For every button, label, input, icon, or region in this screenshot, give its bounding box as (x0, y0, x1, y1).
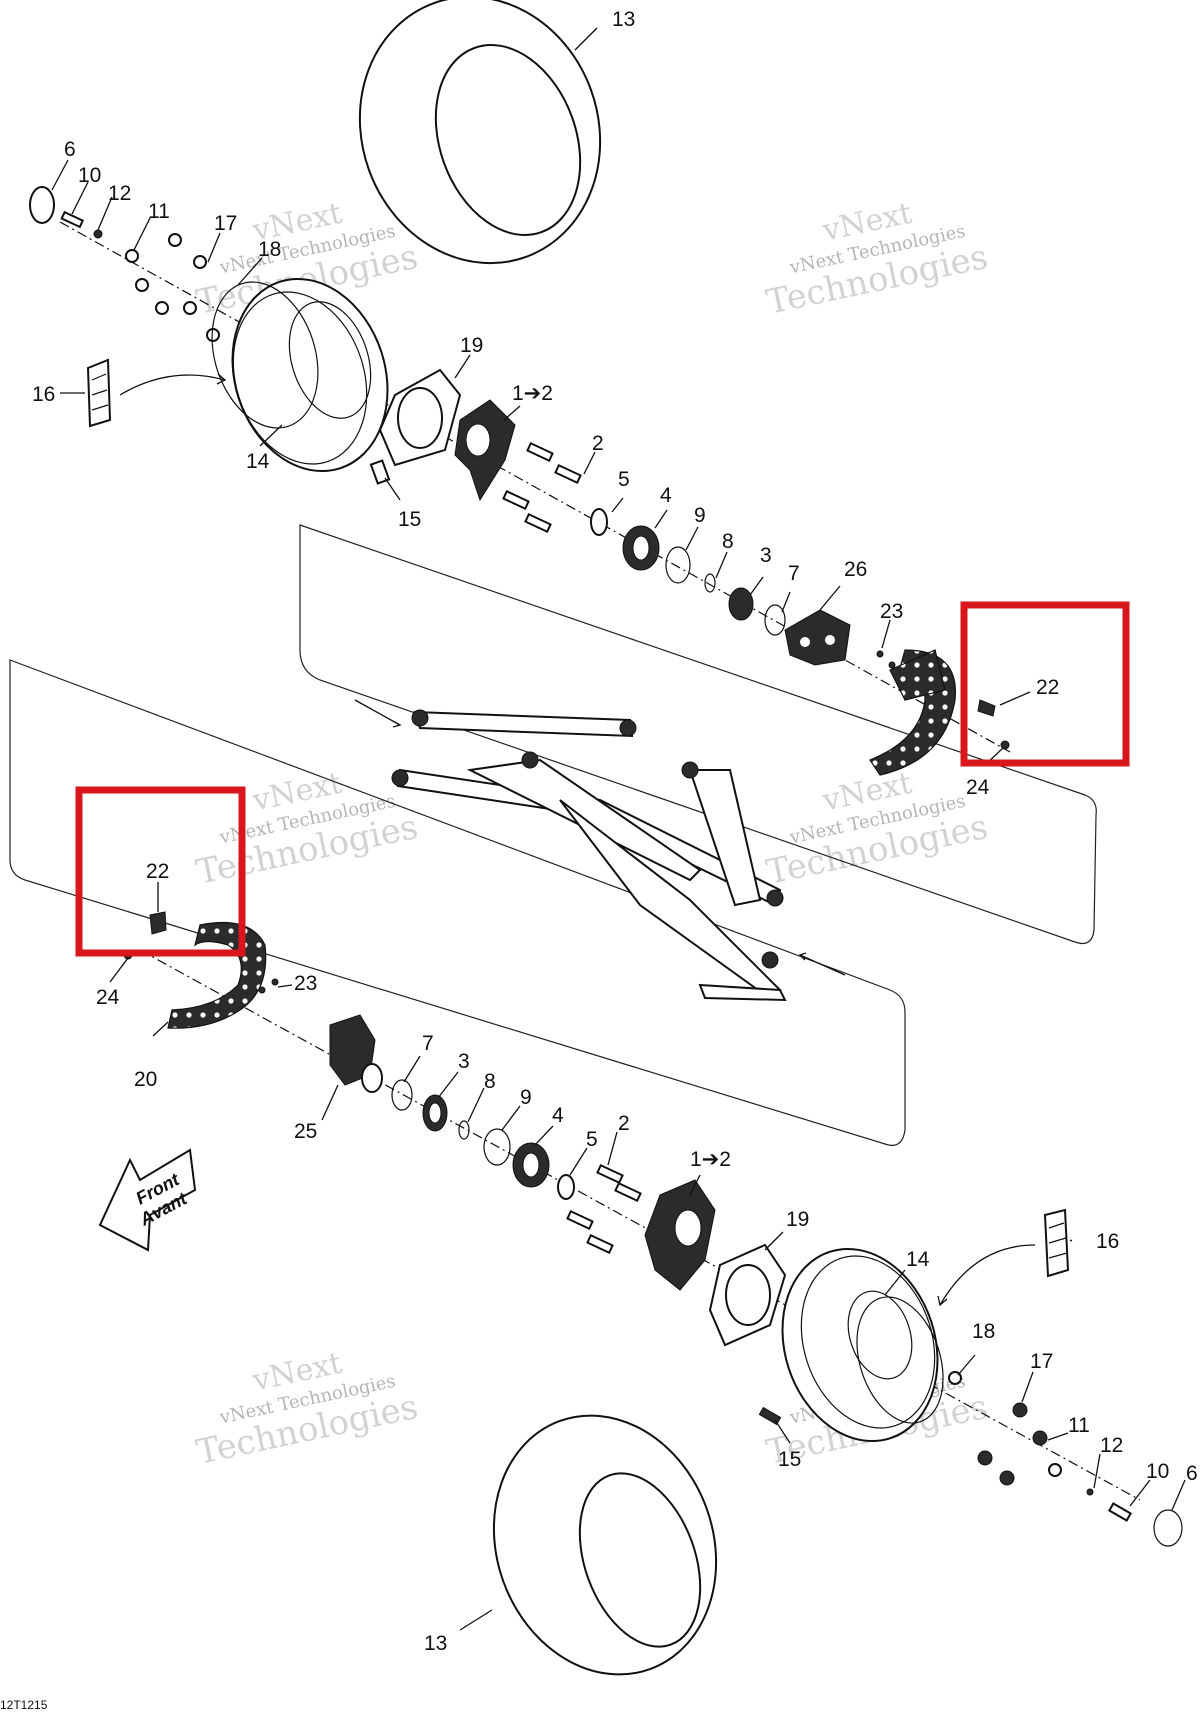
weight-16-bottom (1043, 1208, 1070, 1278)
callout-4-bottom: 4 (552, 1104, 564, 1127)
callout-1-2-top: 1➔2 (512, 382, 553, 405)
callout-18-bottom: 18 (972, 1320, 995, 1343)
callout-11-bottom: 11 (1068, 1414, 1090, 1437)
callout-24-bottom: 24 (96, 986, 120, 1009)
callout-8-top: 8 (722, 530, 734, 553)
small-fasteners-bottom (948, 1371, 1133, 1522)
callout-11-top: 11 (148, 200, 170, 223)
callout-2-bottom: 2 (618, 1112, 630, 1135)
callout-2-top: 2 (592, 432, 604, 455)
callout-19-bottom: 19 (786, 1208, 809, 1231)
callout-18-top: 18 (258, 238, 281, 261)
callout-6-bottom: 6 (1186, 1462, 1198, 1485)
bolts-top (369, 441, 582, 534)
bracket-22-bottom (149, 911, 167, 935)
callout-6-top: 6 (64, 138, 76, 161)
leader-lines (51, 27, 1186, 1631)
knuckle-bottom (644, 1179, 716, 1291)
callout-14-top: 14 (246, 450, 270, 473)
callout-15-top: 15 (398, 508, 421, 531)
front-direction-arrow: Front Avant (98, 1148, 197, 1252)
callout-16-bottom: 16 (1096, 1230, 1119, 1253)
callout-3-bottom: 3 (458, 1050, 470, 1073)
ring-6-bottom (1153, 1509, 1183, 1547)
callout-23-top: 23 (880, 600, 903, 623)
callout-3-top: 3 (760, 544, 772, 567)
callout-25-bottom: 25 (294, 1120, 317, 1143)
weight-16-top (86, 358, 112, 428)
gasket-19-top (378, 368, 462, 467)
screw-23a-bottom (258, 986, 266, 994)
screw-23b-bottom (271, 978, 279, 986)
callout-17-top: 17 (214, 212, 237, 235)
callout-24-top: 24 (966, 776, 990, 799)
callout-4-top: 4 (660, 484, 672, 507)
callout-9-bottom: 9 (520, 1086, 532, 1109)
callout-10-bottom: 10 (1146, 1460, 1169, 1483)
callout-26-top: 26 (844, 558, 867, 581)
a-arm-assembly (391, 709, 787, 1002)
callout-5-top: 5 (618, 468, 630, 491)
callout-20-bottom: 20 (134, 1068, 157, 1091)
callout-labels: 13 6 10 12 11 17 18 16 14 19 1➔2 2 15 5 … (32, 8, 1198, 1655)
knuckle-top (454, 399, 516, 502)
highlight-box-top (960, 601, 1130, 767)
weight-arrow-top (119, 374, 226, 396)
ring-6-top (29, 186, 55, 224)
highlight-box-bottom (75, 786, 246, 957)
tire-bottom (492, 1414, 718, 1676)
callout-14-bottom: 14 (906, 1248, 930, 1271)
hub-25-bottom (329, 1014, 383, 1093)
callout-13-bottom: 13 (424, 1632, 447, 1655)
screw-23a-top (876, 650, 884, 658)
rim-14-top (211, 277, 389, 473)
screw-23b-top (888, 661, 896, 669)
a-arm-arrow-bottom (799, 954, 846, 976)
lower-panel (9, 659, 906, 1146)
callout-8-bottom: 8 (484, 1070, 496, 1093)
callout-13-top: 13 (612, 8, 635, 31)
suspension-panel (299, 524, 1097, 945)
disc-20-top (869, 649, 956, 776)
bracket-22-top (977, 699, 996, 717)
caliper-26-top (784, 609, 851, 666)
hub-stack-top (590, 508, 786, 636)
gasket-19-bottom (708, 1243, 787, 1347)
callout-22-bottom: 22 (146, 860, 169, 883)
callout-7-bottom: 7 (422, 1032, 434, 1055)
callout-7-top: 7 (788, 562, 800, 585)
rim-14-bottom (781, 1247, 944, 1443)
tire-top (358, 0, 602, 265)
weight-arrow-bottom (939, 1244, 1036, 1306)
callout-10-top: 10 (78, 164, 101, 187)
callout-5-bottom: 5 (586, 1128, 598, 1151)
callout-9-top: 9 (694, 504, 706, 527)
callout-19-top: 19 (460, 334, 483, 357)
callout-12-bottom: 12 (1100, 1434, 1123, 1457)
callout-22-top: 22 (1036, 676, 1059, 699)
bolts-bottom (566, 1163, 782, 1426)
top-axis (59, 221, 1011, 753)
callout-15-bottom: 15 (778, 1448, 801, 1471)
callout-23-bottom: 23 (294, 972, 317, 995)
disc-20-bottom (167, 921, 267, 1029)
a-arm-arrow-top (354, 699, 401, 726)
nut-24-top (1000, 740, 1010, 750)
callout-16-top: 16 (32, 383, 55, 406)
hub-stack-bottom (391, 1079, 575, 1200)
small-fasteners-top (60, 210, 220, 342)
callout-12-top: 12 (108, 182, 131, 205)
callout-17-bottom: 17 (1030, 1350, 1053, 1373)
callout-1-2-bottom: 1➔2 (690, 1148, 731, 1171)
figure-code: 12T1215 (0, 1698, 48, 1712)
